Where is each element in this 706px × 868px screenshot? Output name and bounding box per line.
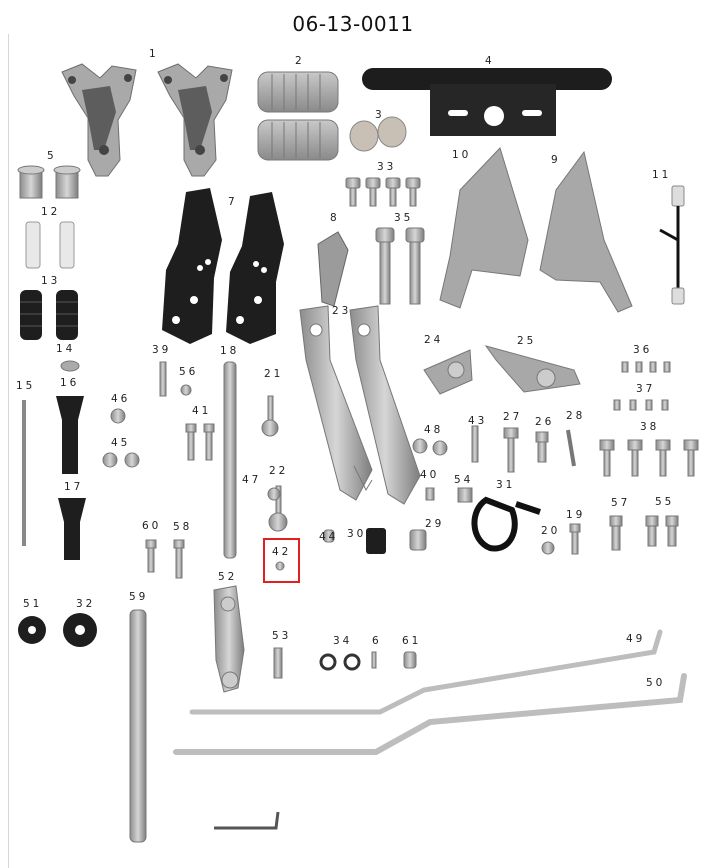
- label-part-44: 44: [319, 531, 339, 543]
- part-10-9-heel-guards: [439, 147, 633, 313]
- label-part-29: 29: [425, 518, 445, 530]
- part-33-screws: [345, 177, 421, 207]
- label-part-25: 25: [517, 335, 537, 347]
- diagram-title: 06-13-0011: [292, 12, 414, 36]
- small-hardware: [102, 361, 699, 679]
- label-part-34: 34: [333, 635, 353, 647]
- label-part-56: 56: [179, 366, 199, 378]
- part-17-spacer: [58, 498, 86, 560]
- label-part-55: 55: [655, 496, 675, 508]
- label-part-41: 41: [192, 405, 212, 417]
- label-part-58: 58: [173, 521, 193, 533]
- label-part-48: 48: [424, 424, 444, 436]
- label-part-38: 38: [640, 421, 660, 433]
- part-23-arms: [299, 305, 421, 505]
- part-49-rod: [189, 629, 663, 715]
- label-part-9: 9: [551, 154, 561, 166]
- part-50-rod: [173, 673, 687, 755]
- label-part-26: 26: [535, 416, 555, 428]
- label-part-3: 3: [375, 109, 385, 121]
- label-part-10: 10: [452, 149, 472, 161]
- label-part-13: 13: [41, 275, 61, 287]
- label-part-7: 7: [228, 196, 238, 208]
- label-part-5: 5: [47, 150, 57, 162]
- label-part-50: 50: [646, 677, 666, 689]
- label-part-23: 23: [332, 305, 352, 317]
- label-part-24: 24: [424, 334, 444, 346]
- part-22-link: [353, 465, 373, 492]
- part-3-caps: [349, 116, 407, 152]
- part-1-brackets: [61, 63, 233, 177]
- part-34-rings: [319, 653, 337, 671]
- part-12-sleeves: [25, 221, 75, 269]
- label-part-45: 45: [111, 437, 131, 449]
- part-13-boots: [20, 290, 78, 340]
- part-5-bushings: [17, 165, 81, 199]
- label-part-14: 14: [56, 343, 76, 355]
- highlight-box-part-42: [263, 538, 300, 583]
- label-part-15: 15: [16, 380, 36, 392]
- label-part-52: 52: [218, 571, 238, 583]
- label-part-46: 46: [111, 393, 131, 405]
- label-part-21: 21: [264, 368, 284, 380]
- label-part-1: 1: [149, 48, 159, 60]
- allen-key: [214, 811, 280, 830]
- label-part-60: 60: [142, 520, 162, 532]
- label-part-49: 49: [626, 633, 646, 645]
- label-part-54: 54: [454, 474, 474, 486]
- part-8-lever: [317, 231, 349, 307]
- label-part-11: 11: [652, 169, 672, 181]
- label-part-43: 43: [468, 415, 488, 427]
- label-part-12: 12: [41, 206, 61, 218]
- part-35-bolts: [375, 227, 425, 305]
- label-part-42: 42: [272, 546, 292, 558]
- label-part-59: 59: [129, 591, 149, 603]
- label-part-17: 17: [64, 481, 84, 493]
- page-border: [8, 34, 9, 868]
- label-part-18: 18: [220, 345, 240, 357]
- part-25-plate: [484, 345, 581, 393]
- label-part-19: 19: [566, 509, 586, 521]
- label-part-6: 6: [372, 635, 382, 647]
- label-part-39: 39: [152, 344, 172, 356]
- label-part-8: 8: [330, 212, 340, 224]
- label-part-53: 53: [272, 630, 292, 642]
- label-part-2: 2: [295, 55, 305, 67]
- part-7-plates: [162, 188, 284, 344]
- label-part-20: 20: [541, 525, 561, 537]
- part-14-cap: [60, 360, 80, 372]
- part-2-footpegs: [257, 71, 339, 161]
- label-part-51: 51: [23, 598, 43, 610]
- label-part-28: 28: [566, 410, 586, 422]
- label-part-22: 22: [269, 465, 289, 477]
- part-18-rod: [223, 361, 237, 559]
- label-part-47: 47: [242, 474, 262, 486]
- label-part-16: 16: [60, 377, 80, 389]
- label-part-37: 37: [636, 383, 656, 395]
- label-part-61: 61: [402, 635, 422, 647]
- part-11-wire: [659, 185, 685, 305]
- part-4-plate-bar: [362, 68, 612, 136]
- label-part-32: 32: [76, 598, 96, 610]
- part-52-lever: [213, 585, 245, 693]
- label-part-33: 33: [377, 161, 397, 173]
- part-31-boot: [471, 496, 541, 552]
- label-part-36: 36: [633, 344, 653, 356]
- part-30-clip: [366, 528, 386, 554]
- label-part-40: 40: [420, 469, 440, 481]
- label-part-30: 30: [347, 528, 367, 540]
- label-part-27: 27: [503, 411, 523, 423]
- label-part-35: 35: [394, 212, 414, 224]
- label-part-57: 57: [611, 497, 631, 509]
- label-part-31: 31: [496, 479, 516, 491]
- part-59-rod: [129, 609, 147, 843]
- part-16-spacer: [56, 396, 84, 474]
- label-part-4: 4: [485, 55, 495, 67]
- part-15-rod: [22, 400, 26, 546]
